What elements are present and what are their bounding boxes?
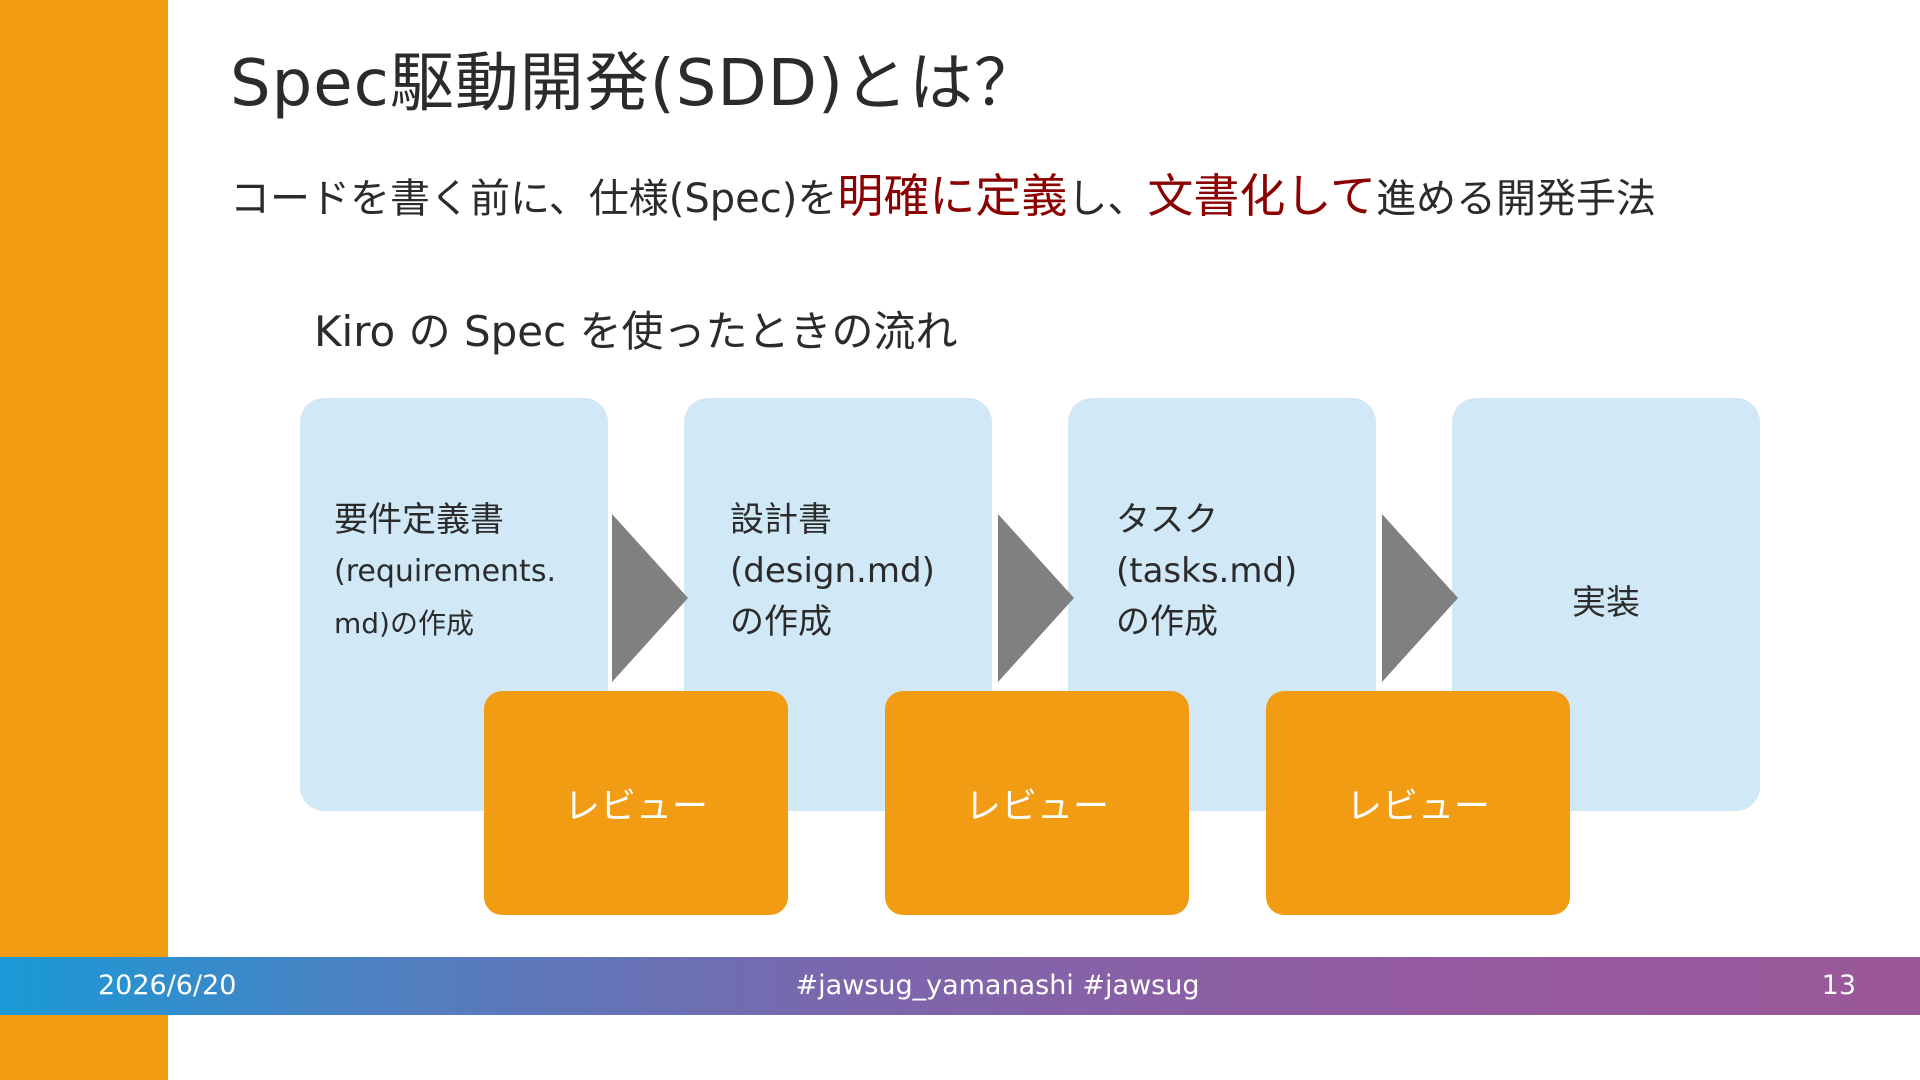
step-tasks-line-1: タスク (1116, 500, 1218, 540)
footer-hashtags: #jawsug_yamanashi #jawsug (795, 970, 1200, 1001)
step-design-line-3: の作成 (730, 602, 832, 642)
step-requirements-label: 要件定義書 (requirements. md)の作成 (334, 495, 556, 649)
review-label-3: レビュー (1345, 786, 1490, 827)
step-design-label: 設計書 (design.md) の作成 (730, 495, 935, 648)
footer-bar (0, 957, 1920, 1015)
review-box-1: レビュー (484, 691, 788, 915)
subtitle-emphasis-2: 文書化して (1147, 169, 1377, 223)
review-label-2: レビュー (964, 786, 1109, 827)
subtitle-text-1: コードを書く前に、仕様(Spec)を (230, 176, 838, 222)
step-requirements-line-1: 要件定義書 (334, 500, 504, 540)
step-design-line-2: (design.md) (730, 551, 935, 591)
subtitle-emphasis-1: 明確に定義 (837, 169, 1068, 223)
chevron-right-icon (998, 514, 1074, 682)
step-tasks-line-2: (tasks.md) (1116, 551, 1298, 591)
review-label-1: レビュー (563, 786, 708, 827)
slide-subtitle: コードを書く前に、仕様(Spec)を明確に定義し、文書化して進める開発手法 (230, 166, 1656, 229)
review-box-3: レビュー (1266, 691, 1570, 915)
side-accent-bar (0, 0, 168, 1080)
step-tasks-line-3: の作成 (1116, 602, 1218, 642)
subtitle-text-2: し、 (1067, 176, 1148, 222)
chevron-right-icon (1382, 514, 1458, 682)
page-number: 13 (1821, 970, 1856, 1001)
chevron-right-icon (612, 514, 688, 682)
step-requirements-line-3: md)の作成 (334, 597, 556, 649)
step-requirements-line-2: (requirements. (334, 554, 556, 589)
step-tasks-label: タスク (tasks.md) の作成 (1116, 495, 1297, 648)
footer-date: 2026/6/20 (98, 970, 237, 1001)
review-box-2: レビュー (885, 691, 1189, 915)
step-requirements-line-3-text: md)の作成 (334, 607, 474, 640)
slide-title: Spec駆動開発(SDD)とは？ (230, 47, 1039, 121)
flow-heading: Kiro の Spec を使ったときの流れ (314, 307, 958, 356)
step-implementation-label: 実装 (1572, 583, 1640, 623)
subtitle-text-3: 進める開発手法 (1376, 176, 1657, 222)
step-design-line-1: 設計書 (730, 500, 832, 540)
